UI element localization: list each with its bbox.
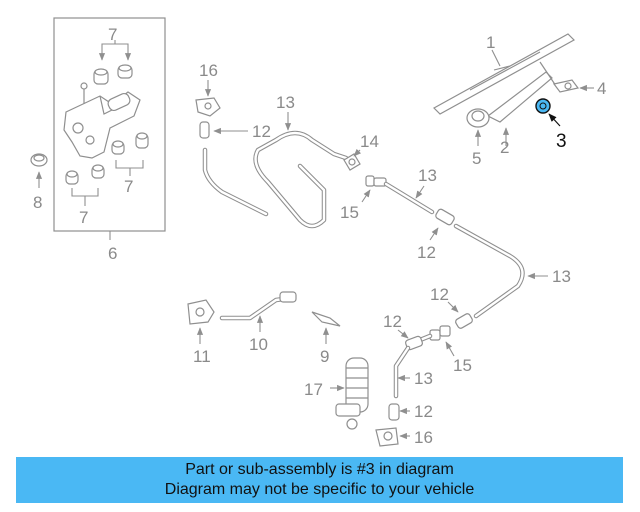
callout-16-lower: 16: [414, 428, 433, 447]
callout-12-right: 12: [430, 285, 449, 304]
callout-15-upper: 15: [340, 203, 359, 222]
grommet-part-8: 8: [30, 153, 48, 212]
wiper-blade-part: [433, 33, 575, 115]
hose-joint-part: [455, 313, 473, 329]
callout-13-upper: 13: [276, 93, 295, 112]
callout-12-bottom: 12: [414, 402, 433, 421]
callout-13-lower: 13: [414, 369, 433, 388]
callout-5: 5: [472, 149, 481, 168]
hose-joint-part: [199, 121, 210, 139]
callout-12-lower: 12: [383, 312, 402, 331]
hose-joint-part: [279, 291, 297, 303]
joint-part-15-upper: [365, 175, 387, 187]
hose-joint-part: [435, 208, 455, 226]
connector-part-16-lower: [375, 427, 399, 447]
wiper-motor-assembly-group: 7 7 7 6: [53, 17, 166, 263]
callout-10: 10: [249, 335, 268, 354]
bushing-part: [65, 170, 79, 185]
bushing-part: [135, 132, 149, 149]
callout-2: 2: [500, 138, 509, 157]
callout-3: 3: [556, 131, 567, 152]
bushing-part: [111, 140, 125, 155]
callout-9: 9: [320, 347, 329, 366]
washer-nozzle-part-4: [552, 79, 580, 93]
hose-joint-part: [405, 335, 423, 351]
leader-7-top: [101, 43, 129, 50]
callout-7-right: 7: [124, 177, 133, 196]
banner-line-disclaimer: Diagram may not be specific to your vehi…: [164, 481, 475, 498]
callout-11: 11: [193, 347, 211, 366]
nozzle-bracket-part-11: [187, 299, 215, 325]
callout-14: 14: [360, 132, 379, 151]
wiper-arm-part: [486, 71, 553, 123]
callout-17: 17: [304, 380, 323, 399]
upper-hose-group: 16 12 13 14 15: [195, 61, 387, 229]
highlighted-nut-part-3[interactable]: [535, 98, 551, 114]
callout-13-right: 13: [552, 267, 571, 286]
bushing-part: [91, 164, 105, 179]
pivot-cap-part-5: [466, 108, 490, 128]
banner-line-part-number: Part or sub-assembly is #3 in diagram: [185, 461, 454, 478]
lower-left-parts-group: 11 10 9: [187, 291, 341, 366]
check-valve-part-14: [343, 153, 361, 171]
callout-12-center: 12: [417, 243, 436, 262]
washer-pump-part-17: [335, 357, 369, 430]
connector-part-16: [195, 97, 221, 117]
clip-part-9: [311, 311, 341, 327]
washer-pump-group: 17 13 12 16: [304, 345, 433, 447]
wiper-motor-part: [63, 82, 141, 159]
callout-8: 8: [33, 193, 42, 212]
callout-15-lower: 15: [453, 356, 472, 375]
callout-7-bottom: 7: [79, 208, 88, 227]
bushing-part: [117, 64, 133, 79]
callout-16-top: 16: [199, 61, 218, 80]
center-hose-group: 13 12 13 12 15 12: [383, 166, 571, 375]
joint-part-15-lower: [429, 325, 451, 341]
callout-6: 6: [108, 244, 117, 263]
callout-12-upper: 12: [252, 122, 271, 141]
callout-7-top: 7: [108, 25, 117, 44]
bushing-part: [93, 68, 109, 85]
callout-1: 1: [486, 33, 495, 52]
vehicle-fitment-banner: Part or sub-assembly is #3 in diagram Di…: [16, 457, 623, 503]
wiper-arm-blade-group: 1 2 5 4 3: [433, 33, 606, 168]
callout-4: 4: [597, 79, 606, 98]
callout-13-center: 13: [418, 166, 437, 185]
hose-joint-part: [388, 403, 400, 421]
